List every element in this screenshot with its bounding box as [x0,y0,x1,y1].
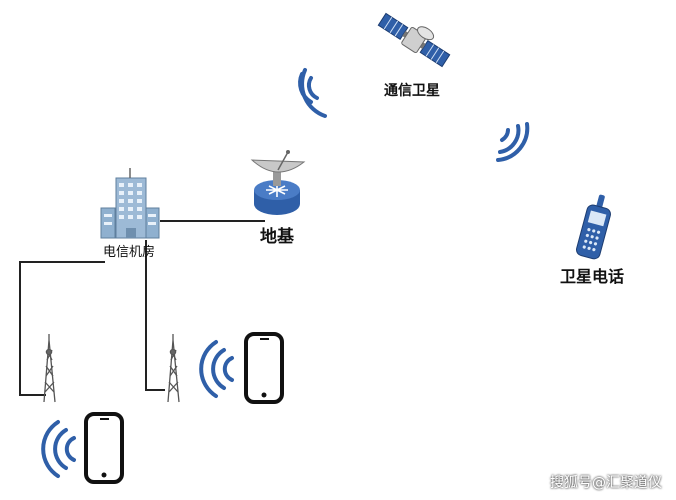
smartphone-left-icon [84,412,124,484]
satellite-phone-icon [576,194,611,260]
link-room-to-tower-right [145,240,165,391]
satellite-label: 通信卫星 [384,83,440,99]
connection-lines [19,220,265,396]
smartphone-right-icon [244,332,284,404]
ground-station-label: 地基 [260,227,294,247]
signal-wave-smartphone-left-icon [41,420,76,478]
link-room-to-tower-left [19,261,105,396]
cell-tower-right-icon [167,334,180,403]
satellite-icon [377,12,451,68]
signal-wave-phone-icon [496,122,530,162]
ground-station-icon [250,150,306,215]
signal-wave-smartphone-right-icon [199,340,234,398]
telecom-building-icon [100,168,160,239]
satellite-phone-label: 卫星电话 [560,267,625,286]
watermark-text: 搜狐号@汇聚道仪 [550,475,662,491]
signal-wave-upper-icon [298,68,327,118]
telecom-room-label: 电信机房 [103,245,156,260]
cell-tower-left-icon [43,334,56,403]
